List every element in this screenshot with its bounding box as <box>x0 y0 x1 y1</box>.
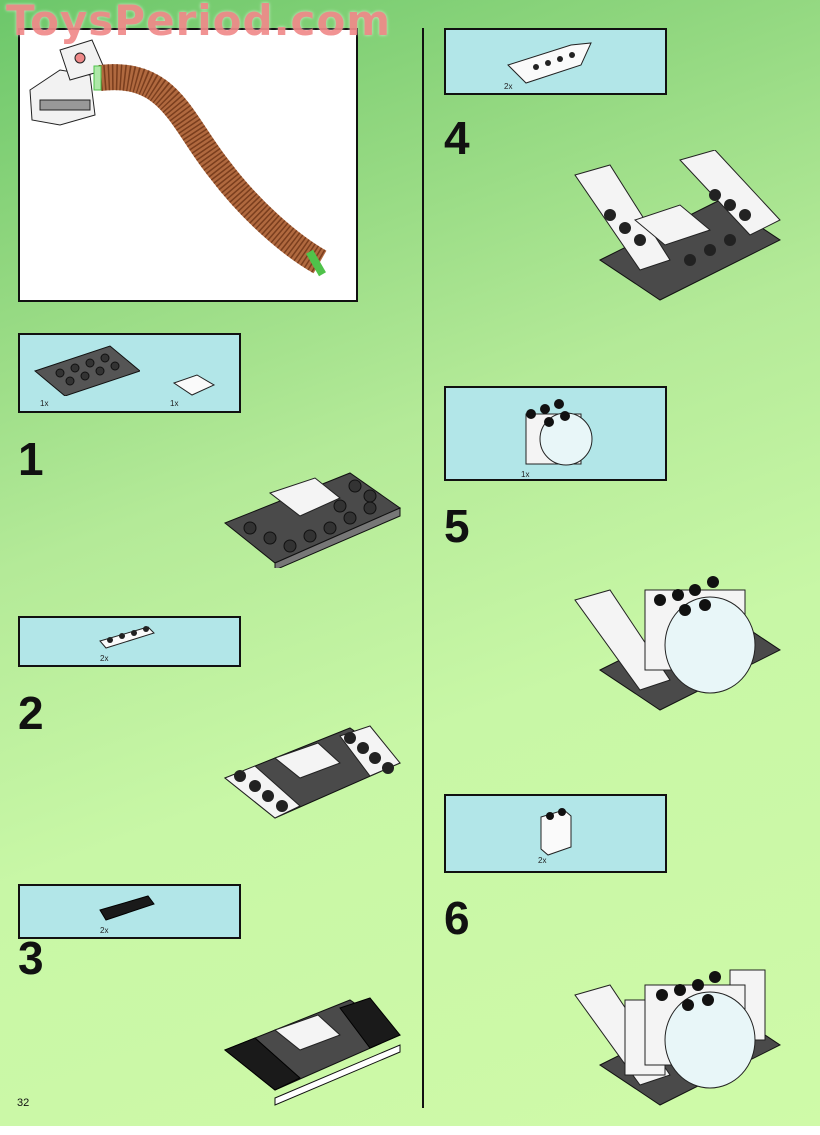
dark-plate-icon <box>33 345 140 396</box>
column-divider <box>422 28 424 1108</box>
step-2-parts-box: 2x <box>18 616 241 667</box>
page-bottom-margin <box>0 1126 820 1135</box>
white-plate-icon <box>99 626 155 649</box>
step-5-parts-box: 1x <box>444 386 667 481</box>
step-number: 1 <box>18 433 44 485</box>
step-number: 5 <box>444 500 470 552</box>
quantity-label: 1x <box>40 399 49 408</box>
step-number: 4 <box>444 112 470 164</box>
hose-assembly-icon <box>29 39 327 277</box>
quantity-label: 2x <box>100 654 109 663</box>
step-3-build-icon <box>224 997 402 1106</box>
step-1-build-icon <box>224 472 402 568</box>
quantity-label: 2x <box>504 82 513 91</box>
step-6-parts-box: 2x <box>444 794 667 873</box>
intro-illustration <box>18 28 358 302</box>
inverted-slope-icon <box>507 42 592 84</box>
page-number: 32 <box>17 1097 30 1109</box>
step-1-parts-box: 1x 1x <box>18 333 241 413</box>
step-2-build-icon <box>224 725 402 819</box>
black-plate-icon <box>99 895 155 921</box>
watermark: ToysPeriod.com <box>6 0 392 45</box>
step-number: 2 <box>18 687 44 739</box>
step-5-build-icon <box>574 576 781 711</box>
quantity-label: 1x <box>521 470 530 479</box>
white-tile-icon <box>172 374 216 396</box>
step-number: 6 <box>444 892 470 944</box>
step-4-parts-box: 2x <box>444 28 667 95</box>
quantity-label: 2x <box>538 856 547 865</box>
step-4-build-icon <box>574 150 781 301</box>
step-6-build-icon <box>574 969 781 1106</box>
white-brick-icon <box>540 808 572 856</box>
step-number: 3 <box>18 932 44 984</box>
cockpit-assembly-icon <box>525 399 593 466</box>
quantity-label: 2x <box>100 926 109 935</box>
step-3-parts-box: 2x <box>18 884 241 939</box>
quantity-label: 1x <box>170 399 179 408</box>
